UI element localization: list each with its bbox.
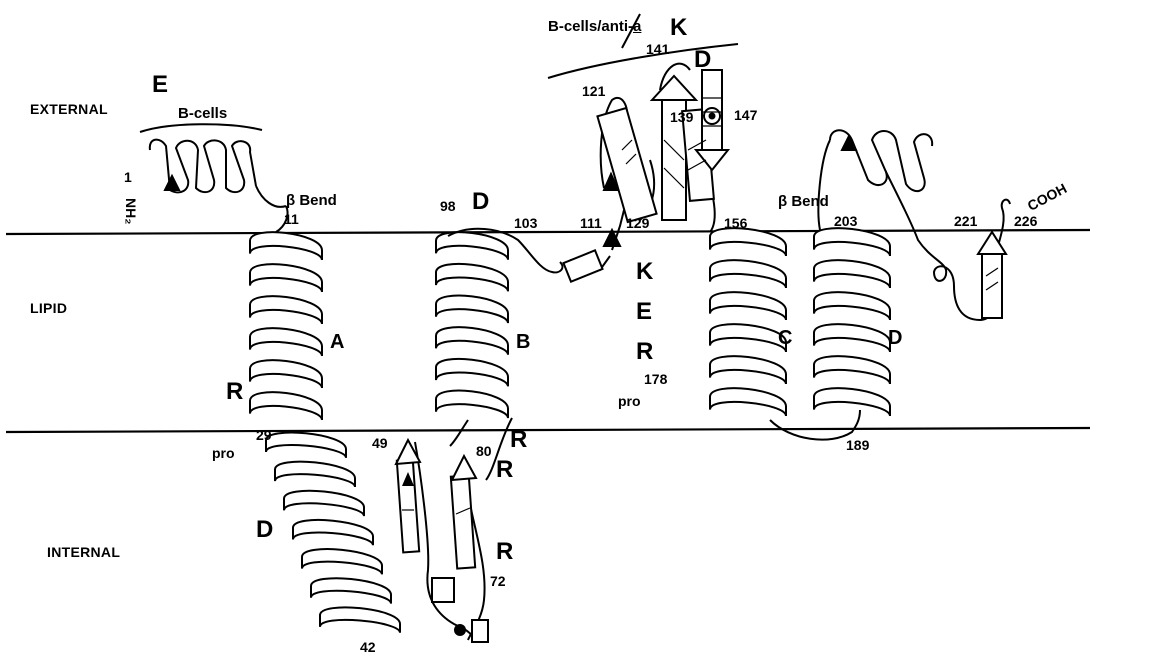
residue-141: 141	[646, 42, 669, 56]
d-98-letter: D	[472, 190, 489, 214]
residue-226: 226	[1014, 214, 1037, 228]
r-inner-3-letter: R	[496, 540, 513, 564]
residue-11: 11	[284, 212, 299, 226]
membrane-inner-line	[6, 428, 1090, 432]
residue-42: 42	[360, 640, 376, 654]
residue-139: 139	[670, 110, 693, 124]
external-label: EXTERNAL	[30, 101, 108, 117]
residue-129: 129	[626, 216, 649, 230]
pro-right: pro	[618, 394, 641, 408]
residue-203: 203	[834, 214, 857, 228]
helix-a-coil	[250, 232, 322, 420]
residue-221: 221	[954, 214, 977, 228]
e-top-letter: E	[152, 73, 168, 97]
underlined-a: a	[633, 18, 641, 35]
helix-a-label: A	[330, 332, 344, 352]
helix-d-coil	[814, 228, 890, 416]
d-top-letter: D	[694, 48, 711, 72]
helix-b-coil	[436, 232, 508, 418]
lipid-label: LIPID	[30, 300, 67, 316]
helix-c-label: C	[778, 328, 792, 348]
r-inner-1-letter: R	[510, 428, 527, 452]
r-lipid-left-letter: R	[226, 380, 243, 404]
residue-156: 156	[724, 216, 747, 230]
b-cells-label: B-cells	[178, 106, 227, 121]
k-lipid-letter: K	[636, 260, 653, 284]
helix-d-label: D	[888, 328, 902, 348]
pro-left: pro	[212, 446, 235, 460]
n-terminal-helix	[150, 140, 288, 232]
residue-1: 1	[124, 170, 132, 184]
residue-103: 103	[514, 216, 537, 230]
b-cells-anti-a-label: B-cells/anti-a	[548, 19, 641, 34]
residue-147: 147	[734, 108, 757, 122]
residue-49: 49	[372, 436, 388, 450]
helix-internal-coil	[266, 433, 400, 633]
residue-189: 189	[846, 438, 869, 452]
internal-label: INTERNAL	[47, 544, 120, 560]
nh2-label: NH₂	[124, 198, 138, 224]
beta-bend-right: β Bend	[778, 194, 829, 209]
membrane-outer-line	[6, 230, 1090, 234]
residue-98: 98	[440, 199, 456, 213]
k-top-letter: K	[670, 16, 687, 40]
helix-c-coil	[710, 228, 786, 416]
residue-29: 29	[256, 428, 272, 442]
extracellular-helix-203	[830, 130, 932, 191]
residue-111: 111	[580, 216, 602, 230]
residue-178: 178	[644, 372, 667, 386]
residue-121: 121	[582, 84, 605, 98]
residue-80: 80	[476, 444, 492, 458]
d-internal-letter: D	[256, 518, 273, 542]
beta-bend-left: β Bend	[286, 193, 337, 208]
r-inner-2-letter: R	[496, 458, 513, 482]
r-lipid-right-letter: R	[636, 340, 653, 364]
helix-b-label: B	[516, 332, 530, 352]
b-cells-bracket	[140, 124, 262, 132]
e-lipid-letter: E	[636, 300, 652, 324]
residue-72: 72	[490, 574, 506, 588]
